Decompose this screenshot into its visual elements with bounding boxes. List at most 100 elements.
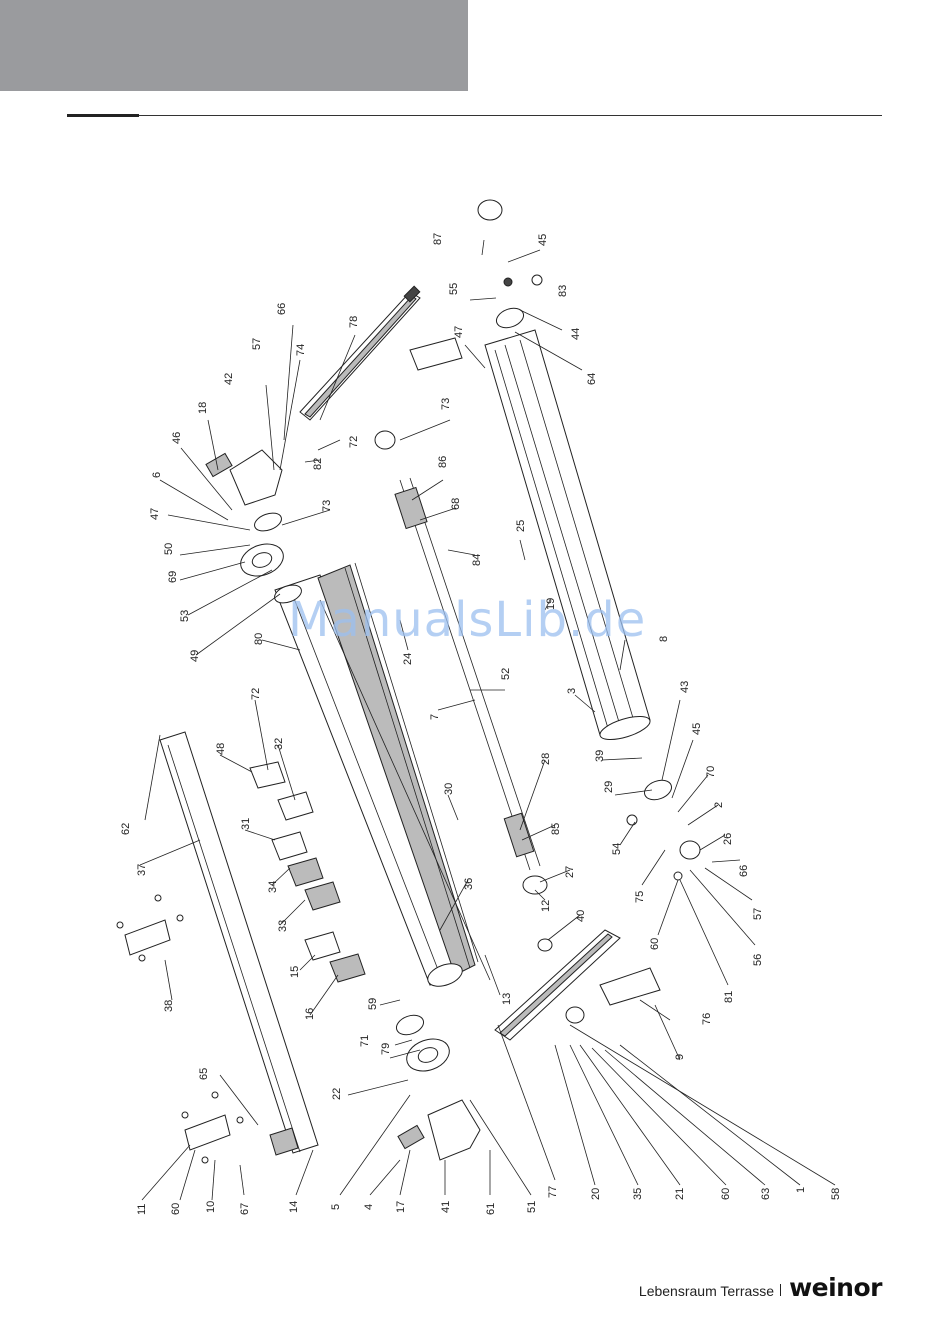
label-87: 87 <box>432 233 444 245</box>
label-70: 70 <box>705 766 717 778</box>
label-57: 57 <box>752 908 764 920</box>
spring-68-85 <box>374 430 585 1024</box>
label-17: 17 <box>395 1201 407 1213</box>
label-85: 85 <box>550 823 562 835</box>
label-32: 32 <box>273 738 285 750</box>
label-6: 6 <box>151 472 163 478</box>
label-16: 16 <box>304 1008 316 1020</box>
label-12: 12 <box>540 900 552 912</box>
label-48: 48 <box>215 743 227 755</box>
label-2: 2 <box>713 802 725 808</box>
label-28: 28 <box>540 753 552 765</box>
label-81: 81 <box>723 991 735 1003</box>
label-72: 72 <box>250 688 262 700</box>
label-67: 67 <box>239 1203 251 1215</box>
label-79: 79 <box>380 1043 392 1055</box>
label-36: 36 <box>463 878 475 890</box>
label-30: 30 <box>443 783 455 795</box>
label-34: 34 <box>267 881 279 893</box>
label-60: 60 <box>649 938 661 950</box>
label-33: 33 <box>277 920 289 932</box>
label-47: 47 <box>453 326 465 338</box>
label-43: 43 <box>679 681 691 693</box>
label-63: 63 <box>760 1188 772 1200</box>
label-22: 22 <box>331 1088 343 1100</box>
label-44: 44 <box>570 328 582 340</box>
label-21: 21 <box>674 1188 686 1200</box>
label-83: 83 <box>557 285 569 297</box>
label-15: 15 <box>289 966 301 978</box>
label-66: 66 <box>276 303 288 315</box>
label-40: 40 <box>575 910 587 922</box>
drive-housing-42 <box>205 449 284 577</box>
rods-52-7 <box>319 477 541 981</box>
label-41: 41 <box>440 1201 452 1213</box>
label-73: 73 <box>321 500 333 512</box>
label-49: 49 <box>189 650 201 662</box>
label-68: 68 <box>450 498 462 510</box>
label-55: 55 <box>448 283 460 295</box>
label-65: 65 <box>198 1068 210 1080</box>
label-54: 54 <box>611 843 623 855</box>
label-13: 13 <box>501 993 513 1005</box>
footer: Lebensraum Terrasse weinor <box>639 1273 883 1302</box>
label-24: 24 <box>402 653 414 665</box>
brackets-76 <box>409 337 661 1006</box>
label-78: 78 <box>348 316 360 328</box>
rail-77 <box>494 929 621 1041</box>
end-cap-43 <box>626 779 701 881</box>
label-58: 58 <box>830 1188 842 1200</box>
label-76: 76 <box>701 1013 713 1025</box>
end-cap-64 <box>477 199 543 329</box>
front-profile-37 <box>159 731 319 1156</box>
label-37: 37 <box>136 864 148 876</box>
label-31: 31 <box>240 818 252 830</box>
label-26: 26 <box>722 833 734 845</box>
brackets-38 <box>116 894 184 962</box>
label-60: 60 <box>720 1188 732 1200</box>
label-45: 45 <box>537 234 549 246</box>
drive-housing-41 <box>395 1014 481 1161</box>
label-61: 61 <box>485 1203 497 1215</box>
label-1: 1 <box>795 1187 807 1193</box>
label-72: 72 <box>348 436 360 448</box>
label-51: 51 <box>526 1201 538 1213</box>
label-8: 8 <box>658 636 670 642</box>
header-gray-block <box>0 0 468 91</box>
rail-78 <box>299 285 421 421</box>
label-38: 38 <box>163 1000 175 1012</box>
leader-lines <box>139 239 836 1201</box>
label-14: 14 <box>288 1201 300 1213</box>
label-29: 29 <box>603 781 615 793</box>
label-27: 27 <box>564 866 576 878</box>
label-59: 59 <box>367 998 379 1010</box>
header-rule <box>139 115 882 116</box>
label-73: 73 <box>440 398 452 410</box>
label-42: 42 <box>223 373 235 385</box>
brand-logo: weinor <box>789 1273 882 1302</box>
label-4: 4 <box>363 1204 375 1210</box>
label-11: 11 <box>136 1204 148 1215</box>
label-50: 50 <box>163 543 175 555</box>
label-74: 74 <box>295 344 307 356</box>
label-9: 9 <box>674 1054 686 1060</box>
brackets-11 <box>181 1091 244 1164</box>
label-69: 69 <box>167 571 179 583</box>
label-57: 57 <box>251 338 263 350</box>
header-rule-accent <box>67 114 139 117</box>
clips-group <box>249 761 366 983</box>
label-39: 39 <box>594 750 606 762</box>
label-52: 52 <box>500 668 512 680</box>
label-80: 80 <box>253 633 265 645</box>
label-18: 18 <box>197 402 209 414</box>
label-5: 5 <box>330 1204 342 1210</box>
roller-tube-36 <box>274 562 479 987</box>
label-53: 53 <box>179 610 191 622</box>
label-62: 62 <box>120 823 132 835</box>
label-82: 82 <box>312 458 324 470</box>
part-labels: 87 45 83 55 44 64 47 78 66 57 74 42 18 4… <box>120 233 842 1215</box>
watermark: ManualsLib.de <box>288 592 647 648</box>
cassette-profile-8 <box>484 329 651 740</box>
label-64: 64 <box>586 373 598 385</box>
